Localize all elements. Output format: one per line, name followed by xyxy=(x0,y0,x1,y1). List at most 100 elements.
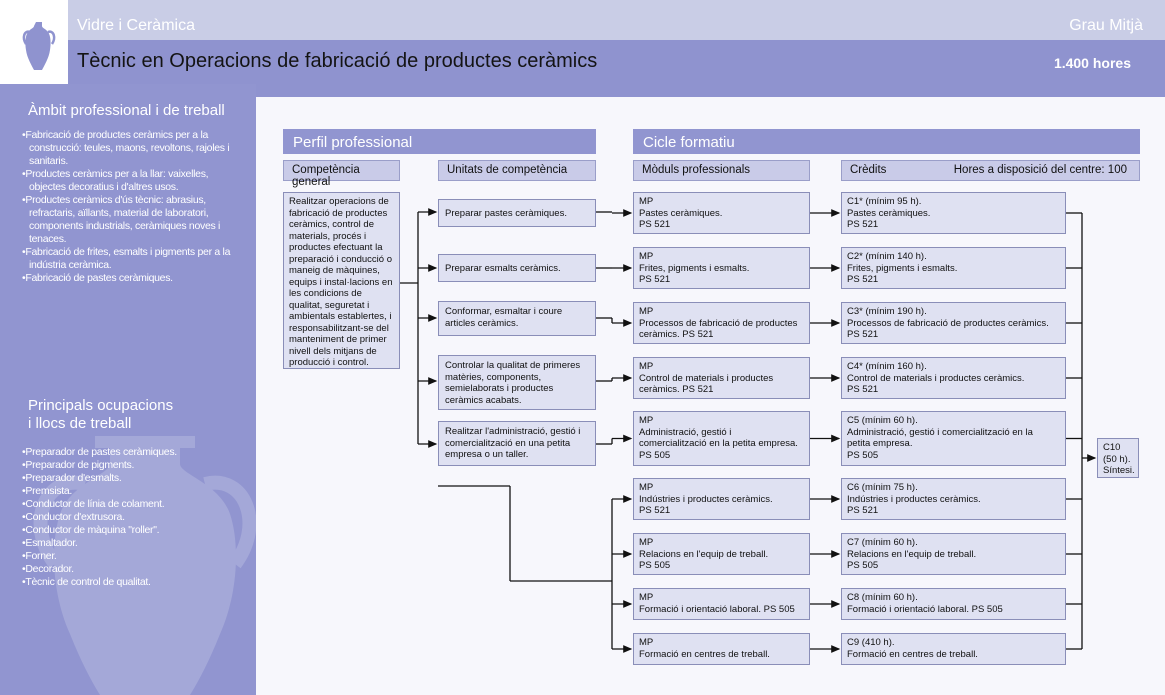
module-line: MP xyxy=(639,537,654,548)
header-title-band xyxy=(68,40,1165,84)
amphora-logo-icon xyxy=(22,22,56,70)
credit-box: C5 (mínim 60 h).Administració, gestió i … xyxy=(841,411,1066,466)
module-line: MP xyxy=(639,196,654,207)
logo-area xyxy=(0,0,68,84)
credit-box: C2* (mínim 140 h).Frites, pigments i esm… xyxy=(841,247,1066,289)
credit-box: C6 (mínim 75 h).Indústries i productes c… xyxy=(841,478,1066,520)
credit-line: C2* (mínim 140 h). xyxy=(847,251,927,262)
credit-line: Processos de fabricació de productes cer… xyxy=(847,317,1049,329)
module-line: ceràmics. PS 521 xyxy=(639,329,714,340)
credit-line: PS 521 xyxy=(847,274,879,285)
module-line: Relacions en l'equip de treball. xyxy=(639,548,769,560)
center-hours-label: Hores a disposició del centre: 100 xyxy=(953,164,1127,176)
scope-item: Fabricació de productes ceràmics per a l… xyxy=(22,129,242,168)
scope-item: Fabricació de frites, esmalts i pigments… xyxy=(22,246,242,272)
credit-line: PS 505 xyxy=(847,560,879,571)
scope-list: Fabricació de productes ceràmics per a l… xyxy=(22,129,242,285)
job-item: Forner. xyxy=(22,550,242,563)
module-line: MP xyxy=(639,482,654,493)
credit-line: C5 (mínim 60 h). xyxy=(847,415,918,426)
module-line: PS 505 xyxy=(639,560,671,571)
jobs-title-line-1: Principals ocupacions xyxy=(28,397,174,414)
module-line: ceràmics. PS 521 xyxy=(639,384,714,395)
credit-line: Frites, pigments i esmalts. xyxy=(847,262,958,274)
credit-line: Pastes ceràmiques. xyxy=(847,207,931,219)
credit-line: PS 521 xyxy=(847,329,879,340)
credits-header: Crèdits Hores a disposició del centre: 1… xyxy=(841,160,1140,181)
scope-item: Productes ceràmics d'ús tècnic: abrasius… xyxy=(22,194,242,246)
credit-line: C4* (mínim 160 h). xyxy=(847,361,927,372)
credit-line: PS 521 xyxy=(847,384,879,395)
module-line: Frites, pigments i esmalts. xyxy=(639,262,750,274)
module-line: PS 521 xyxy=(639,219,671,230)
credits-label: Crèdits xyxy=(850,164,887,176)
competence-unit-box: Preparar esmalts ceràmics. xyxy=(438,254,596,282)
credit-line: C7 (mínim 60 h). xyxy=(847,537,918,548)
competence-unit-box: Controlar la qualitat de primeres matèri… xyxy=(438,355,596,410)
credit-line: PS 505 xyxy=(847,449,879,461)
job-item: Tècnic de control de qualitat. xyxy=(22,576,242,589)
credit-box: C4* (mínim 160 h).Control de materials i… xyxy=(841,357,1066,399)
general-competence-box: Realitzar operacions de fabricació de pr… xyxy=(283,192,400,369)
credit-line: C6 (mínim 75 h). xyxy=(847,482,918,493)
credit-line: Control de materials i productes ceràmic… xyxy=(847,372,1025,384)
credit-line: C1* (mínim 95 h). xyxy=(847,196,922,207)
professional-family: Vidre i Ceràmica xyxy=(77,17,195,34)
module-line: Formació i orientació laboral. PS 505 xyxy=(639,603,795,615)
credit-box: C1* (mínim 95 h).Pastes ceràmiques.PS 52… xyxy=(841,192,1066,234)
credit-line: Relacions en l'equip de treball. xyxy=(847,548,977,560)
credit-line: Formació i orientació laboral. PS 505 xyxy=(847,603,1003,615)
job-item: Esmaltador. xyxy=(22,537,242,550)
credit-line: C3* (mínim 190 h). xyxy=(847,306,927,317)
scope-item: Fabricació de pastes ceràmiques. xyxy=(22,272,242,285)
module-line: MP xyxy=(639,251,654,262)
synthesis-credit-box: C10 (50 h). Síntesi. xyxy=(1097,438,1139,478)
credit-box: C8 (mínim 60 h).Formació i orientació la… xyxy=(841,588,1066,620)
credit-line: Formació en centres de treball. xyxy=(847,648,978,660)
module-line: comercialització en la petita empresa. xyxy=(639,438,798,449)
module-line: MP xyxy=(639,361,654,372)
module-line: Administració, gestió i xyxy=(639,426,732,438)
job-item: Decorador. xyxy=(22,563,242,576)
module-line: Indústries i productes ceràmics. xyxy=(639,493,773,505)
module-line: Processos de fabricació de productes xyxy=(639,317,798,329)
header-top-band xyxy=(68,0,1165,40)
job-item: Preparador d'esmalts. xyxy=(22,472,242,485)
module-line: Pastes ceràmiques. xyxy=(639,207,723,219)
job-item: Preparador de pigments. xyxy=(22,459,242,472)
module-line: PS 505 xyxy=(639,449,671,461)
scope-item: Productes ceràmics per a la llar: vaixel… xyxy=(22,168,242,194)
jobs-list: Preparador de pastes ceràmiques.Preparad… xyxy=(22,446,242,589)
sidebar: Àmbit professional i de treball Fabricac… xyxy=(0,84,256,695)
competence-units-label: Unitats de competència xyxy=(438,160,596,181)
credit-line: petita empresa. xyxy=(847,438,913,449)
content-top-band xyxy=(256,84,1165,97)
jobs-title-line-2: i llocs de treball xyxy=(28,415,132,432)
module-line: PS 521 xyxy=(639,505,671,516)
module-line: MP xyxy=(639,592,654,603)
profile-band: Perfil professional xyxy=(283,129,596,154)
page-title: Tècnic en Operacions de fabricació de pr… xyxy=(77,50,598,72)
synthesis-line: (50 h). xyxy=(1103,453,1131,465)
synthesis-line: C10 xyxy=(1103,442,1121,453)
module-line: Formació en centres de treball. xyxy=(639,648,770,660)
credit-line: Indústries i productes ceràmics. xyxy=(847,493,981,505)
cycle-band: Cicle formatiu xyxy=(633,129,1140,154)
credit-box: C9 (410 h).Formació en centres de trebal… xyxy=(841,633,1066,665)
module-line: PS 521 xyxy=(639,274,671,285)
scope-title: Àmbit professional i de treball xyxy=(28,102,225,119)
competence-unit-box: Preparar pastes ceràmiques. xyxy=(438,199,596,227)
modules-label: Mòduls professionals xyxy=(633,160,810,181)
job-item: Conductor d'extrusora. xyxy=(22,511,242,524)
module-line: MP xyxy=(639,637,654,648)
total-hours: 1.400 hores xyxy=(1053,55,1131,71)
credit-line: C8 (mínim 60 h). xyxy=(847,592,918,603)
